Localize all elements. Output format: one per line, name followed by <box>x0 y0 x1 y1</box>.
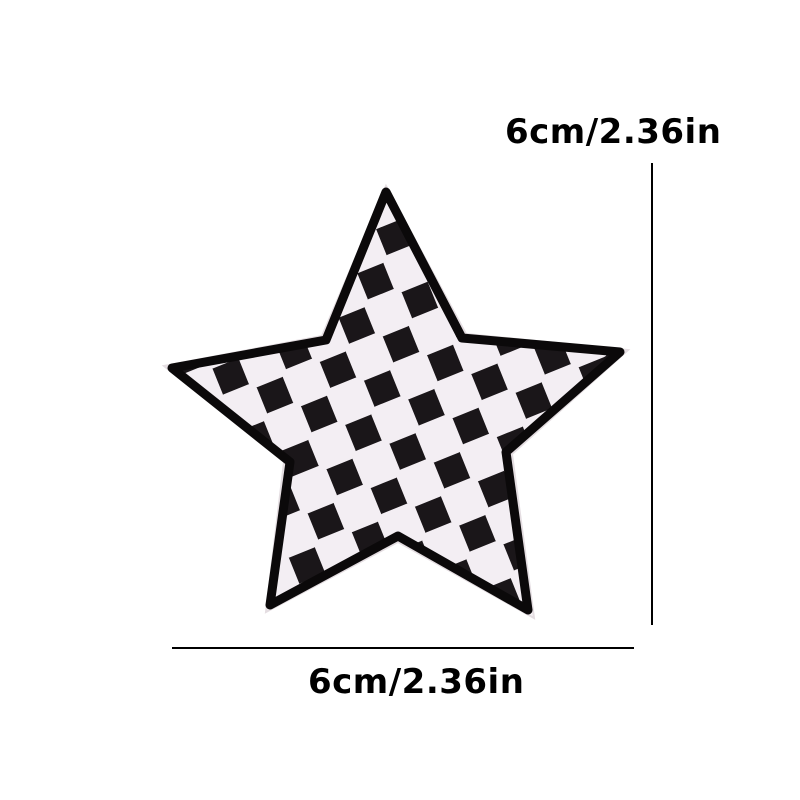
checker-square <box>333 484 382 533</box>
checker-square <box>282 358 331 407</box>
height-dimension-line <box>651 163 653 625</box>
checker-square <box>256 660 308 712</box>
checker-square <box>172 409 205 458</box>
checker-square <box>478 389 527 438</box>
checker-square <box>345 333 394 381</box>
checker-square <box>396 459 445 507</box>
checker-square <box>509 193 558 242</box>
checker-square <box>103 281 155 333</box>
checker-square <box>534 256 583 305</box>
checker-square <box>471 282 520 330</box>
checker-square <box>308 421 356 470</box>
checker-square <box>566 426 615 475</box>
star-outline <box>167 187 625 615</box>
checker-square <box>382 609 434 661</box>
width-dimension-label: 6cm/2.36in <box>308 662 525 702</box>
checker-square <box>415 414 464 463</box>
checker-square <box>172 302 198 351</box>
checker-square <box>490 237 539 286</box>
checker-square <box>497 345 546 394</box>
checker-square <box>459 433 508 482</box>
checker-square <box>389 351 438 400</box>
checker-square <box>181 472 230 521</box>
checker-square <box>275 615 327 667</box>
checker-square <box>226 491 275 540</box>
checker-square <box>408 307 457 356</box>
height-dimension-label: 6cm/2.36in <box>505 112 722 152</box>
checker-square <box>403 566 452 610</box>
checker-square <box>420 192 469 204</box>
checker-square <box>263 402 312 451</box>
checker-square <box>275 251 324 300</box>
checker-square <box>352 440 401 489</box>
checker-square <box>464 192 513 223</box>
checker-square <box>364 288 413 337</box>
checker-square <box>592 489 620 538</box>
checker-square <box>231 232 280 281</box>
checker-square <box>257 295 305 344</box>
checker-square <box>529 515 578 564</box>
checker-square <box>573 534 620 583</box>
checker-square <box>548 471 596 520</box>
checker-square <box>212 276 261 325</box>
checker-square <box>294 206 343 255</box>
checker-square <box>611 445 620 494</box>
checker-square <box>440 477 489 526</box>
checker-square <box>326 377 375 426</box>
checker-square <box>289 465 338 514</box>
checker-square <box>207 535 256 584</box>
checker-square <box>340 591 389 610</box>
checker-square <box>172 257 217 306</box>
checker-square <box>200 428 249 477</box>
checker-square <box>446 219 495 267</box>
checker-square <box>635 507 687 559</box>
checker-square <box>371 396 419 444</box>
checker-square <box>434 370 482 419</box>
checker-square <box>585 382 620 431</box>
width-dimension-line <box>172 647 634 649</box>
